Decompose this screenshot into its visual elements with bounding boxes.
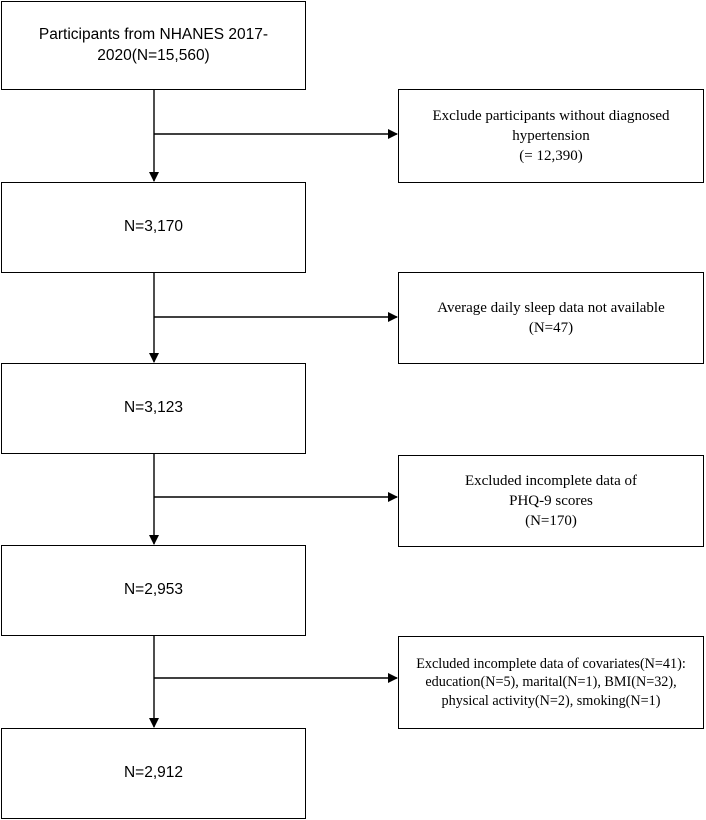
step-box-1: Participants from NHANES 2017-2020(N=15,… [1,1,306,90]
exclusion-1-line-2: hypertension [512,127,590,144]
step-label-1: Participants from NHANES 2017-2020(N=15,… [38,25,269,64]
exclusion-2-line-1: Average daily sleep data not available [437,299,665,316]
exclusion-box-4: Excluded incomplete data of covariates(N… [398,636,704,729]
exclusion-3-line-3: (N=170) [525,513,577,530]
step-box-4: N=2,953 [1,545,306,636]
exclusion-4-line-3: physical activity(N=2), smoking(N=1) [441,692,661,709]
step-label-4: N=2,953 [123,581,184,599]
exclusion-4-line-2: education(N=5), marital(N=1), BMI(N=32), [425,674,677,691]
exclusion-4-line-1: Excluded incomplete data of covariates(N… [416,655,686,672]
step-label-2: N=3,170 [123,218,184,236]
step-box-2: N=3,170 [1,182,306,273]
exclusion-box-3: Excluded incomplete data of PHQ-9 scores… [398,455,704,547]
step-box-3: N=3,123 [1,363,306,454]
step-label-3: N=3,123 [123,399,184,417]
step-box-5: N=2,912 [1,728,306,819]
exclusion-2-line-2: (N=47) [528,320,574,336]
exclusion-box-1: Exclude participants without diagnosed h… [398,89,704,183]
exclusion-1-line-1: Exclude participants without diagnosed [432,107,670,124]
exclusion-box-2: Average daily sleep data not available (… [398,272,704,364]
exclusion-3-line-1: Excluded incomplete data of [464,472,638,489]
exclusion-1-line-3: (= 12,390) [519,148,583,165]
exclusion-3-line-2: PHQ-9 scores [509,492,593,509]
step-label-5: N=2,912 [123,764,184,782]
